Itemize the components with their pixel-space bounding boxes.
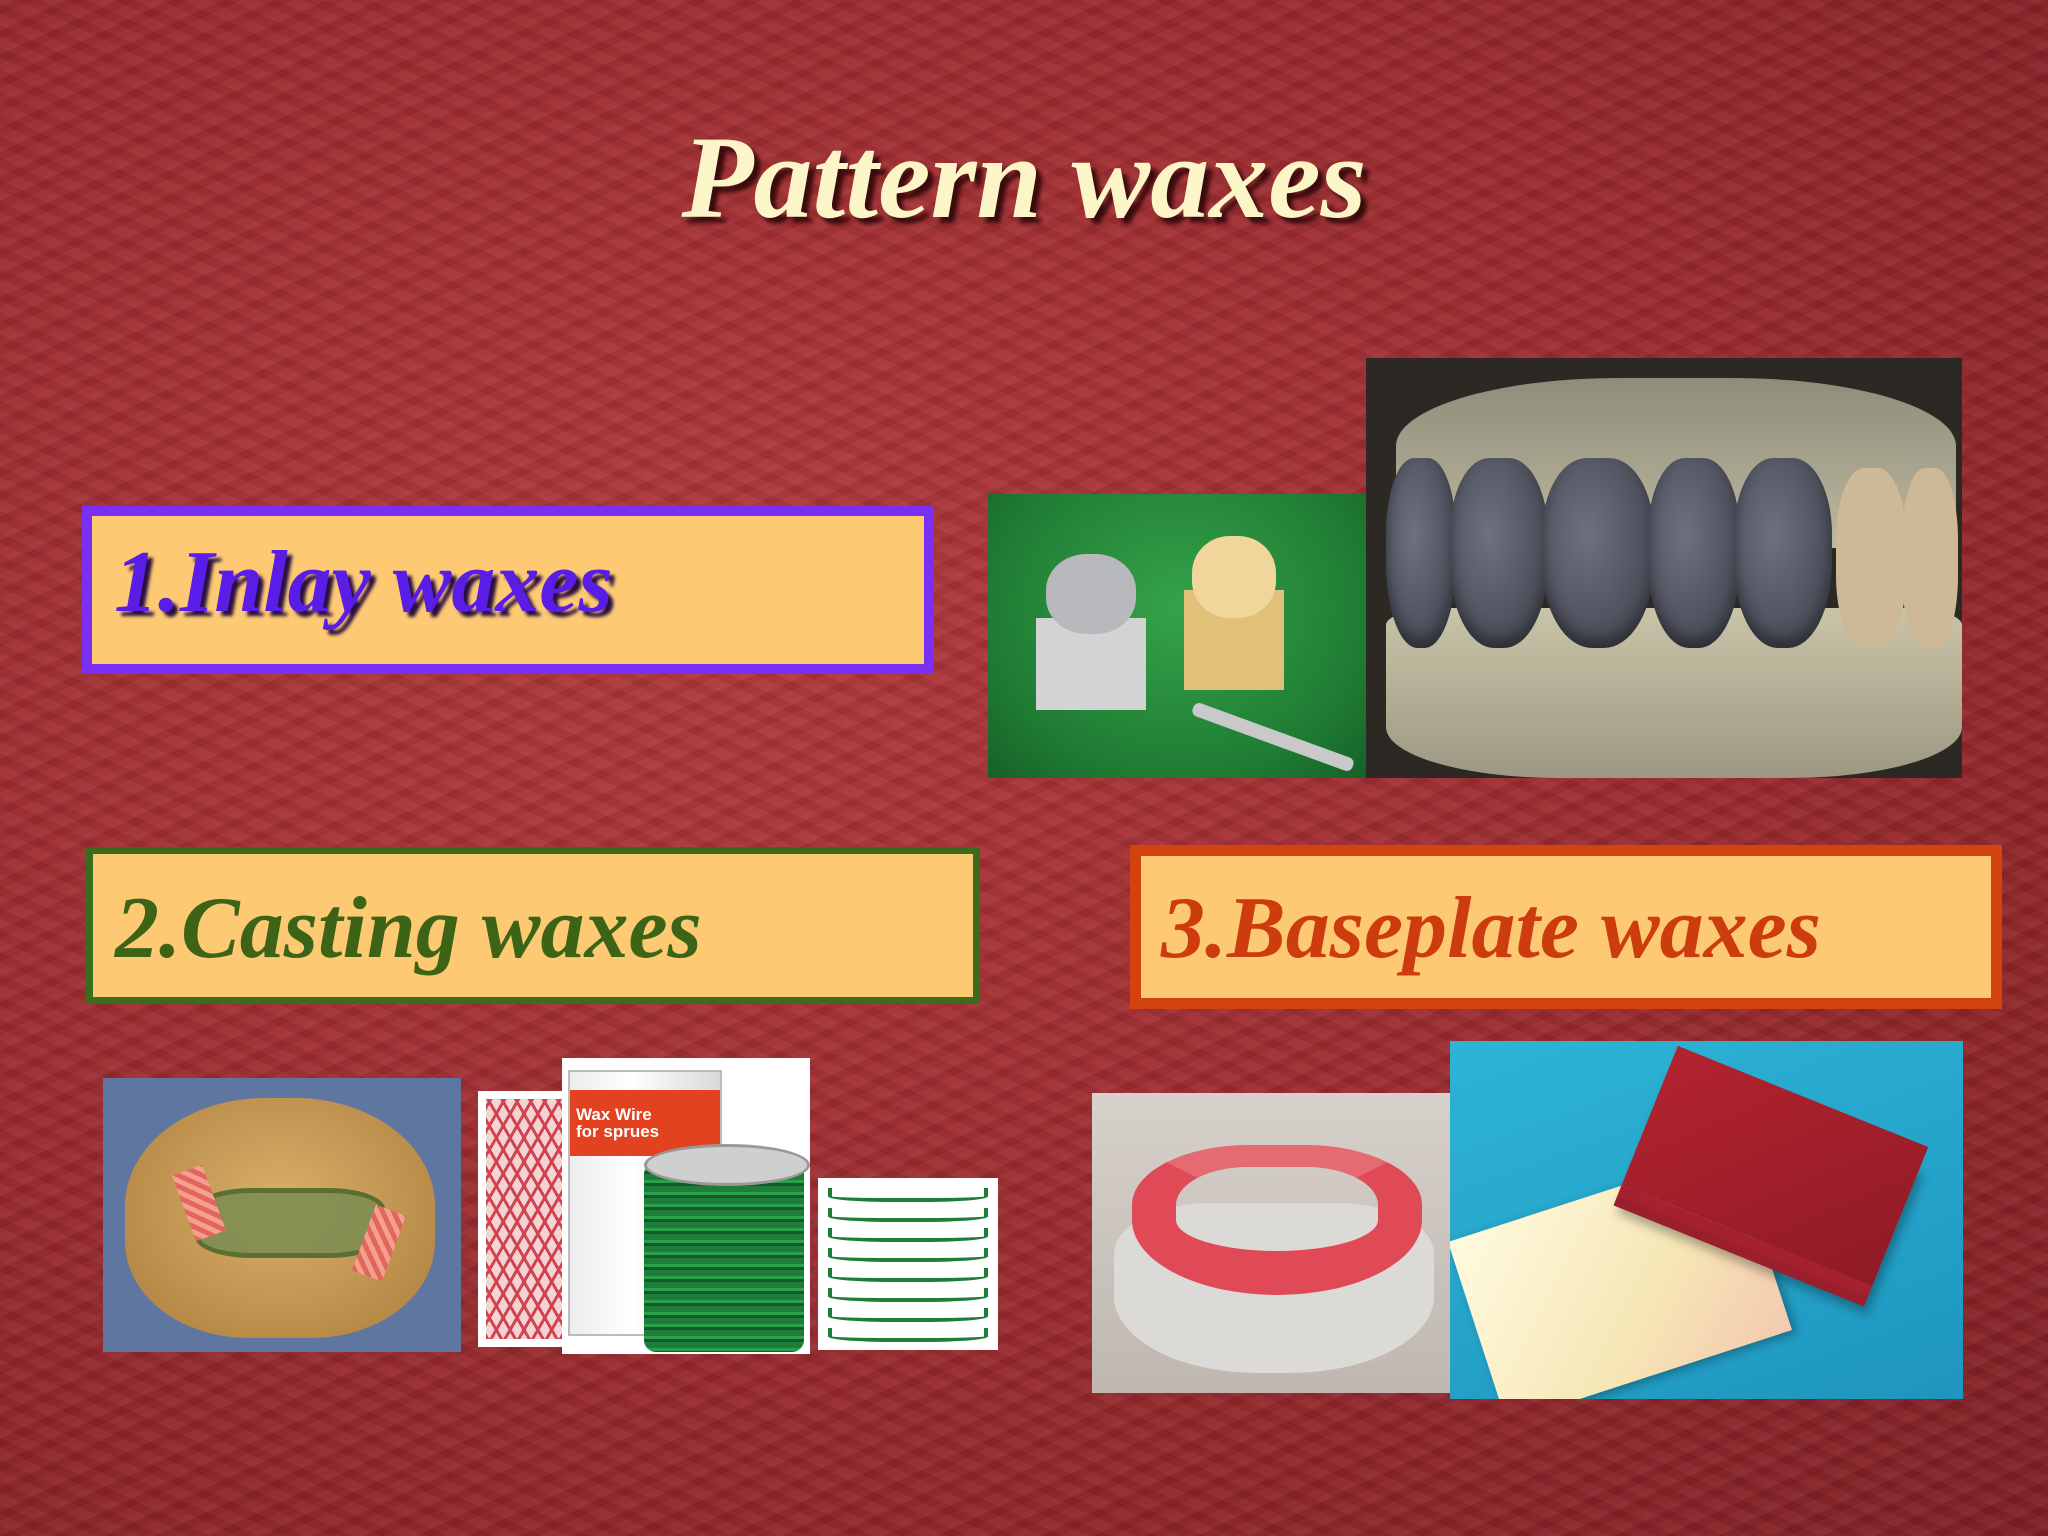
denture-framework-photo bbox=[103, 1078, 461, 1352]
slide-title: Pattern waxes bbox=[681, 112, 1367, 243]
wax-mesh-sheet-photo bbox=[478, 1091, 570, 1347]
inlay-waxes-label: 1.Inlay waxes bbox=[114, 534, 613, 631]
casting-waxes-label: 2.Casting waxes bbox=[115, 880, 702, 977]
casting-waxes-box: 2.Casting waxes bbox=[86, 847, 980, 1004]
baseplate-wax-sheets-photo bbox=[1450, 1041, 1963, 1399]
wax-sprues-photo bbox=[818, 1178, 998, 1350]
baseplate-waxes-label: 3.Baseplate waxes bbox=[1161, 880, 1821, 977]
baseplate-waxes-box: 3.Baseplate waxes bbox=[1130, 845, 2002, 1009]
baseplate-rim-photo bbox=[1092, 1093, 1454, 1393]
wax-crowns-photo bbox=[988, 494, 1368, 778]
wax-teeth-model-photo bbox=[1366, 358, 1962, 778]
inlay-waxes-box: 1.Inlay waxes bbox=[82, 506, 934, 674]
